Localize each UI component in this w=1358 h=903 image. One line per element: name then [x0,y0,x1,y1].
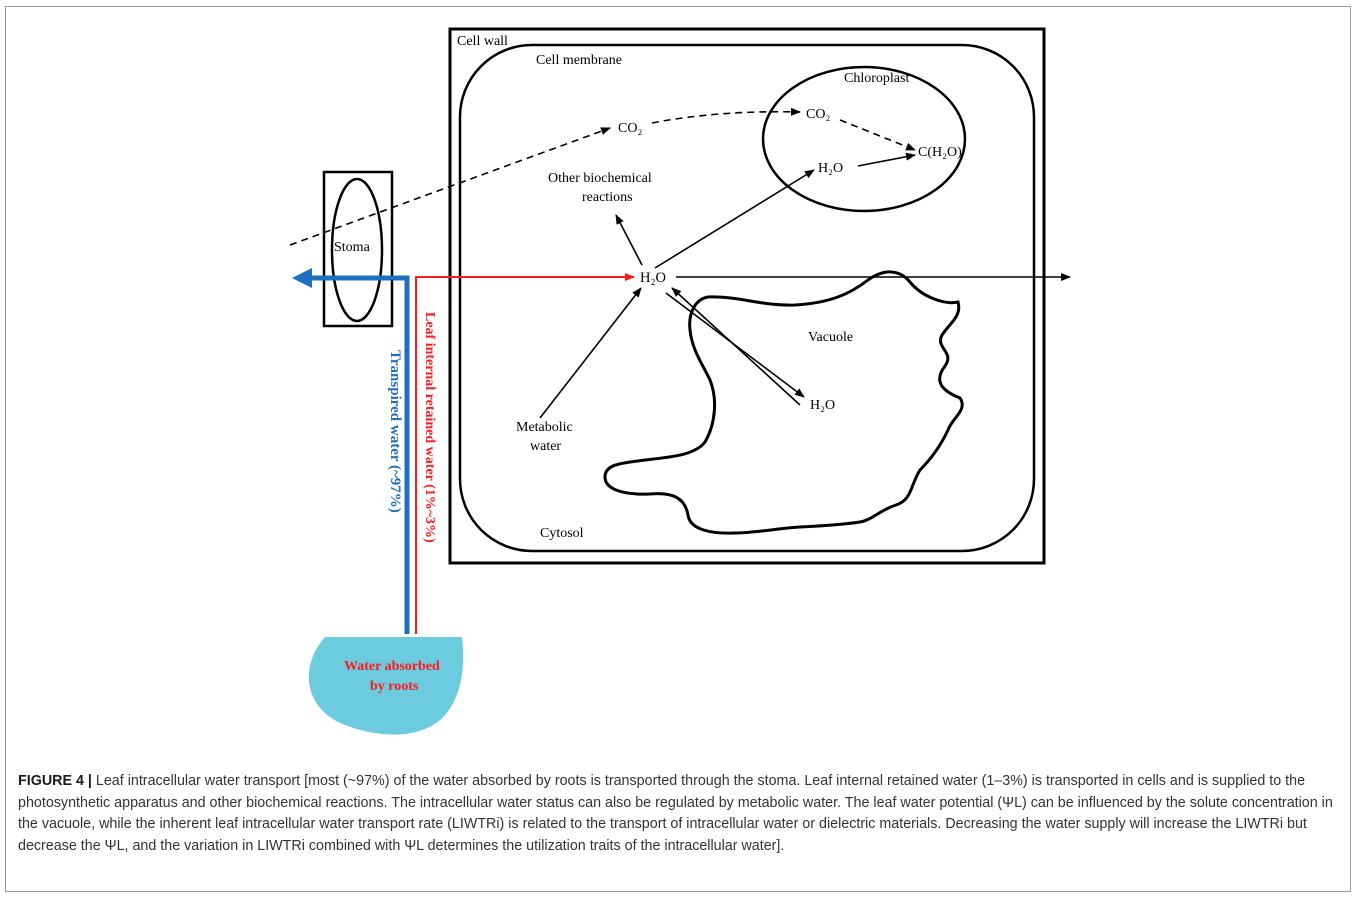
cell-wall-rect [448,27,1046,565]
cell-membrane-label: Cell membrane [536,53,622,68]
chloroplast-label: Chloroplast [844,71,909,86]
stoma-pore [330,177,384,323]
metabolic-water-label-1: Metabolic [516,420,573,435]
co2-entry-path [289,127,611,246]
cytosol-label: Cytosol [540,526,584,541]
vacuole-shape [603,270,964,535]
chloroplast-ellipse [761,65,967,213]
co2-to-chloroplast-path [651,107,801,124]
other-reactions-label-2: reactions [582,190,633,205]
co2-to-ch2o-path [839,119,916,151]
vacuole-label: Vacuole [808,330,853,345]
caption-text: Leaf intracellular water transport [most… [18,773,1333,854]
transpired-arrowhead [292,268,312,288]
ch2o-label: C(H₂O) [918,145,962,160]
transpired-water-label: Transpired water (~97%) [387,350,403,513]
leaf-water-diagram: Cell wall Cell membrane Chloroplast CO₂ … [289,27,1071,735]
h2o-to-other-reactions-arrow [615,214,643,266]
metabolic-water-label-2: water [530,439,561,454]
cell-wall-label: Cell wall [457,34,508,49]
cell-membrane-rect [458,43,1036,553]
h2o-to-chloroplast-arrow [654,169,815,269]
stoma-box [322,170,394,328]
figure-number: FIGURE 4 | [18,773,92,789]
retained-water-label: Leaf internal retained water (1%~3%) [422,312,437,543]
stoma-label: Stoma [334,240,371,255]
co2-cytosol-label: CO₂ [618,121,642,136]
co2-chloroplast-label: CO₂ [806,107,830,122]
h2o-chloroplast-label: H₂O [818,161,843,176]
roots-label-1: Water absorbed [344,659,440,674]
other-reactions-label-1: Other biochemical [548,171,652,186]
h2o-vacuole-label: H₂O [810,398,835,413]
figure-frame [5,6,1351,892]
roots-label-2: by roots [370,679,419,694]
figure-caption: FIGURE 4 | Leaf intracellular water tran… [18,771,1338,857]
roots-water-shape [308,637,464,735]
metabolic-water-arrow [539,287,642,419]
h2o-center-label: H₂O [640,270,666,286]
retained-water-path [415,273,635,634]
h2o-to-ch2o-arrow [857,152,916,167]
transpired-water-path [306,275,410,634]
vacuole-to-h2o-arrow [671,287,801,406]
